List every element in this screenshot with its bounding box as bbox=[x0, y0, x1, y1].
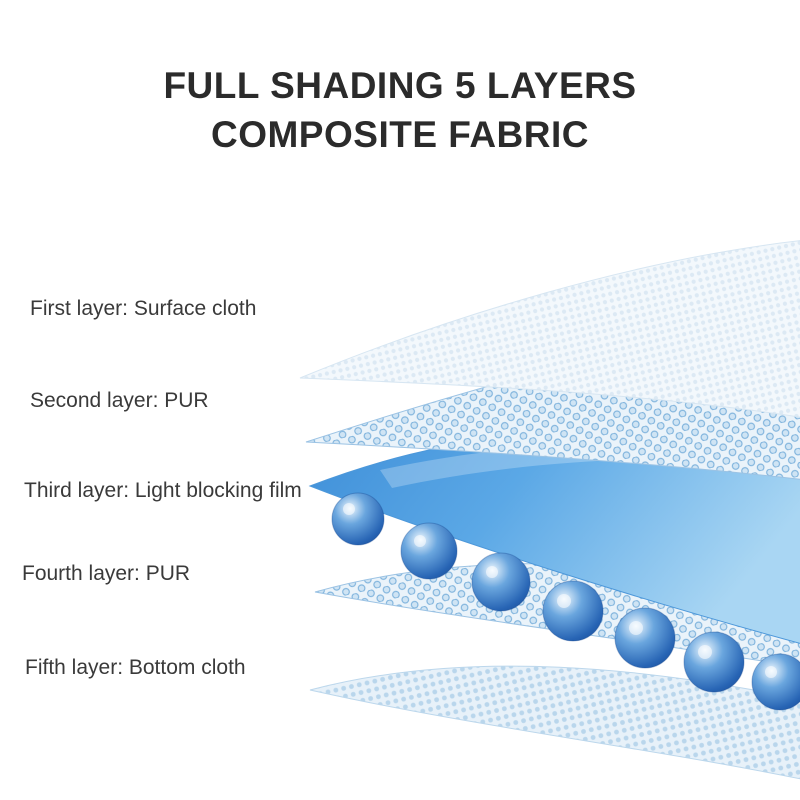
layer1-surface-cloth-sheet bbox=[299, 240, 800, 418]
bead-highlights bbox=[343, 503, 777, 678]
label-layer-4: Fourth layer: PUR bbox=[22, 562, 191, 585]
title-line-2: COMPOSITE FABRIC bbox=[210, 113, 590, 155]
pur-bead bbox=[542, 580, 604, 642]
pur-bead bbox=[683, 631, 745, 693]
pur-beads bbox=[331, 492, 800, 711]
label-layer-3: Third layer: Light blocking film bbox=[24, 479, 302, 502]
pur-bead bbox=[471, 552, 531, 612]
layer5-bottom-cloth-sheet bbox=[309, 665, 800, 780]
pur-bead bbox=[751, 653, 800, 711]
pur-bead bbox=[400, 522, 458, 580]
label-layer-5: Fifth layer: Bottom cloth bbox=[25, 656, 246, 679]
page-title: FULL SHADING 5 LAYERS COMPOSITE FABRIC bbox=[0, 62, 800, 160]
label-layer-1: First layer: Surface cloth bbox=[30, 297, 257, 320]
pur-bead bbox=[614, 607, 676, 669]
title-line-1: FULL SHADING 5 LAYERS bbox=[163, 65, 637, 106]
label-layer-2: Second layer: PUR bbox=[30, 389, 209, 412]
pur-bead bbox=[331, 492, 385, 546]
